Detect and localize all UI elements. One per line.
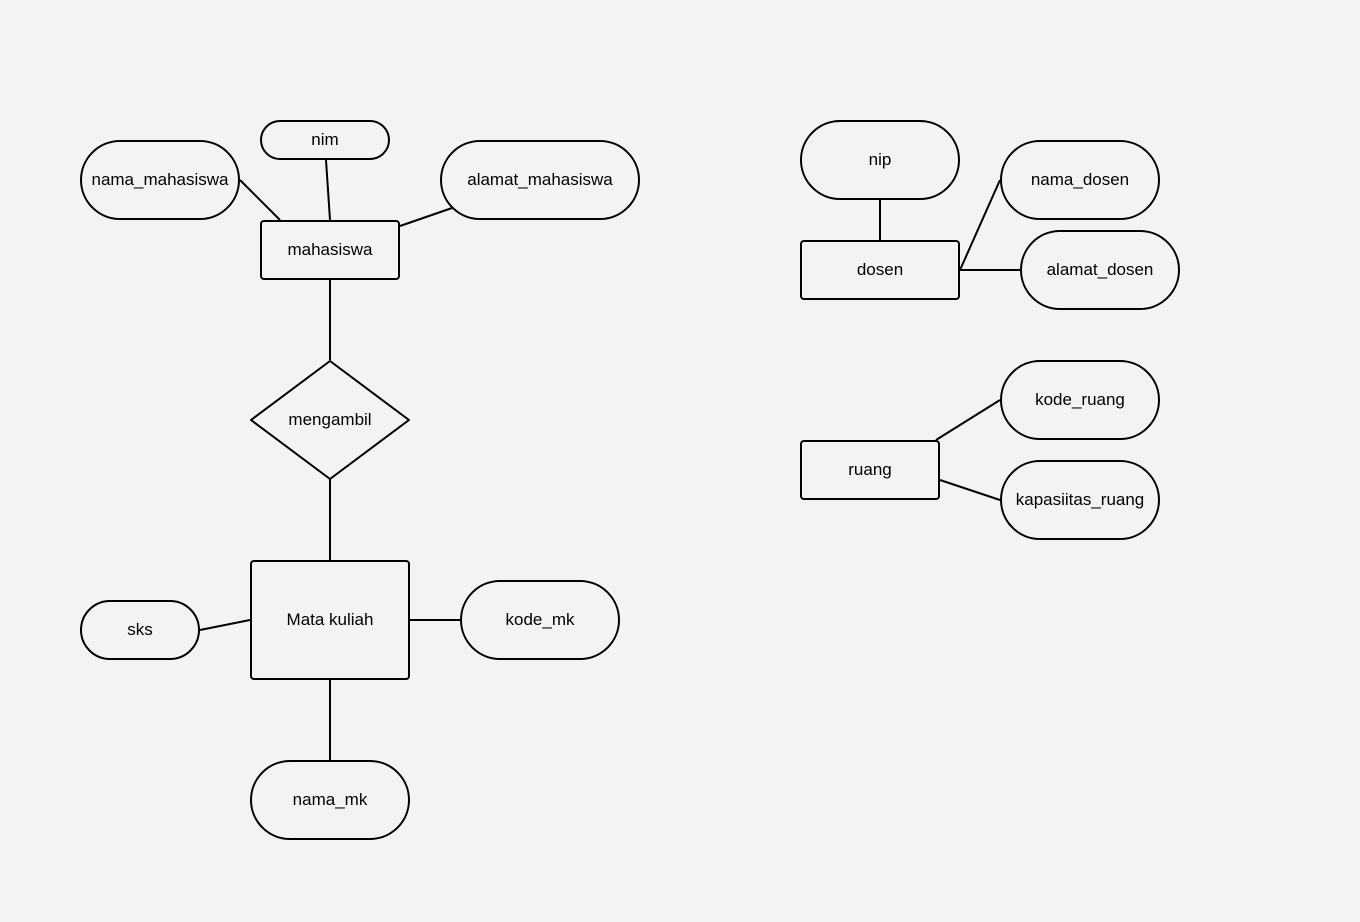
attribute-kode-mk: kode_mk [460, 580, 620, 660]
attribute-kode-ruang-label: kode_ruang [1035, 390, 1125, 409]
attribute-alamat-mahasiswa-label: alamat_mahasiswa [467, 170, 613, 189]
attribute-nim-label: nim [311, 130, 339, 149]
attribute-nama-mahasiswa-label: nama_mahasiswa [91, 170, 229, 189]
line-sks-mata-kuliah [199, 619, 251, 631]
attribute-nama-dosen-label: nama_dosen [1030, 170, 1130, 189]
attribute-kode-mk-label: kode_mk [505, 610, 575, 629]
attribute-alamat-mahasiswa: alamat_mahasiswa [440, 140, 640, 220]
attribute-sks-label: sks [127, 620, 153, 639]
line-nama-mahasiswa [239, 179, 281, 221]
relationship-mengambil: mengambil [251, 361, 409, 479]
entity-ruang-label: ruang [848, 460, 892, 479]
attribute-kapasiitas-ruang-label: kapasiitas_ruang [1015, 490, 1145, 509]
line-kapasiitas-ruang [939, 479, 1001, 501]
attribute-nama-dosen: nama_dosen [1000, 140, 1160, 220]
line-alamat-mahasiswa [399, 207, 453, 227]
attribute-sks: sks [80, 600, 200, 660]
attribute-nip: nip [800, 120, 960, 200]
entity-dosen-label: dosen [856, 260, 904, 279]
entity-ruang: ruang [800, 440, 940, 500]
attribute-nama-mahasiswa: nama_mahasiswa [80, 140, 240, 220]
entity-dosen: dosen [800, 240, 960, 300]
attribute-nip-label: nip [868, 150, 892, 169]
entity-mata-kuliah-label: Mata kuliah [286, 610, 374, 629]
attribute-kapasiitas-ruang: kapasiitas_ruang [1000, 460, 1160, 540]
attribute-nama-mk: nama_mk [250, 760, 410, 840]
attribute-alamat-dosen-label: alamat_dosen [1046, 260, 1154, 279]
entity-mahasiswa: mahasiswa [260, 220, 400, 280]
relationship-mengambil-label: mengambil [288, 410, 372, 429]
attribute-kode-ruang: kode_ruang [1000, 360, 1160, 440]
attribute-alamat-dosen: alamat_dosen [1020, 230, 1180, 310]
entity-mata-kuliah: Mata kuliah [250, 560, 410, 680]
attribute-nim: nim [260, 120, 390, 160]
attribute-nama-mk-label: nama_mk [292, 790, 368, 809]
line-nim-mahasiswa [325, 159, 331, 221]
entity-mahasiswa-label: mahasiswa [287, 240, 373, 259]
line-nama-dosen [959, 179, 1001, 271]
line-kode-ruang [935, 399, 1001, 441]
